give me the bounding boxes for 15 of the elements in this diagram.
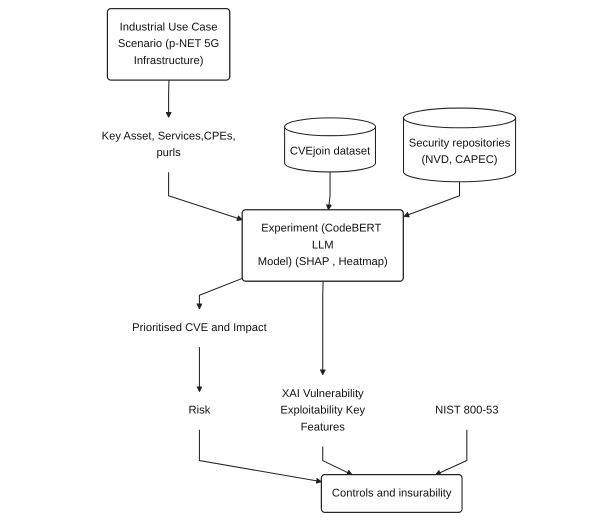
node-text: Key Asset, Services,CPEs, purls bbox=[102, 130, 236, 158]
arrow bbox=[435, 429, 468, 475]
arrow bbox=[196, 277, 244, 309]
arrow bbox=[196, 346, 203, 392]
arrow bbox=[326, 171, 332, 210]
arrow bbox=[168, 172, 244, 221]
node-text: Prioritised CVE and Impact bbox=[132, 321, 268, 334]
arrow bbox=[166, 80, 172, 118]
node-text: NIST 800-53 bbox=[436, 404, 499, 416]
node-text: XAI Vulnerability Exploitability Key Features bbox=[280, 387, 366, 433]
arrow bbox=[199, 429, 322, 484]
arrow bbox=[320, 281, 326, 375]
node-text: Risk bbox=[188, 404, 211, 416]
arrow bbox=[404, 181, 460, 217]
arrow bbox=[322, 446, 354, 475]
